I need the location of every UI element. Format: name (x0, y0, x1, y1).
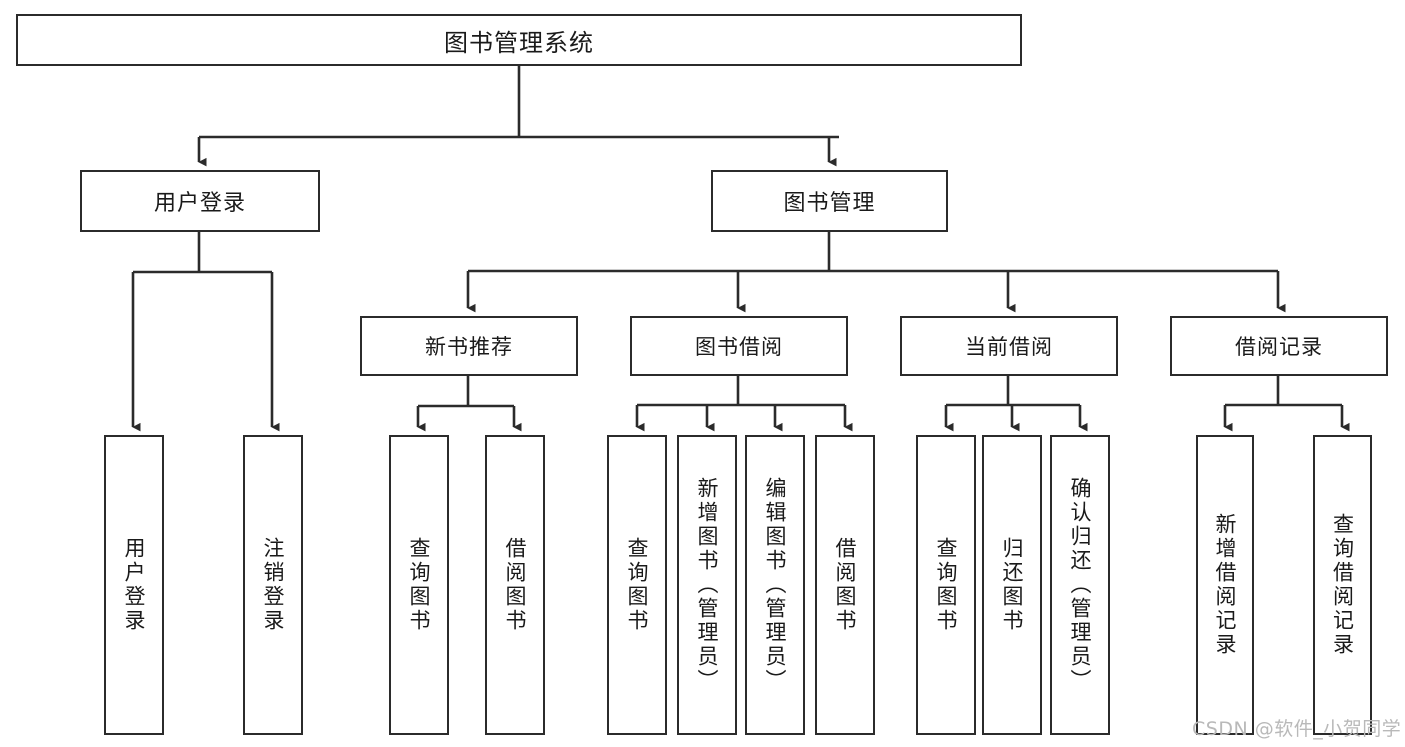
node-user-login-label: 用户登录 (153, 191, 246, 216)
node-leaf-borrow-book-2-label: 借阅图书 (833, 537, 858, 633)
node-leaf-edit-book[interactable]: 编辑图书（管理员） (745, 435, 805, 735)
node-leaf-borrow-book-2[interactable]: 借阅图书 (815, 435, 875, 735)
node-leaf-add-record-label: 新增借阅记录 (1213, 513, 1238, 657)
node-borrow-record-label: 借阅记录 (1235, 335, 1323, 359)
node-leaf-add-record[interactable]: 新增借阅记录 (1196, 435, 1254, 735)
node-leaf-query-book-1-label: 查询图书 (407, 537, 432, 633)
node-leaf-edit-book-label: 编辑图书（管理员） (763, 477, 788, 693)
node-leaf-borrow-book-1[interactable]: 借阅图书 (485, 435, 545, 735)
watermark: CSDN @软件_小贺同学 (1192, 718, 1402, 740)
node-leaf-query-record-label: 查询借阅记录 (1330, 513, 1355, 657)
node-leaf-return-book-label: 归还图书 (1000, 537, 1025, 633)
node-leaf-query-book-1[interactable]: 查询图书 (389, 435, 449, 735)
node-borrow-record[interactable]: 借阅记录 (1170, 316, 1388, 376)
node-book-borrow[interactable]: 图书借阅 (630, 316, 848, 376)
node-book-manage-label: 图书管理 (783, 191, 876, 216)
node-leaf-add-book-label: 新增图书（管理员） (695, 477, 720, 693)
node-user-login[interactable]: 用户登录 (80, 170, 320, 232)
node-new-book-rec[interactable]: 新书推荐 (360, 316, 578, 376)
node-book-manage[interactable]: 图书管理 (711, 170, 948, 232)
node-leaf-user-logout[interactable]: 注销登录 (243, 435, 303, 735)
node-leaf-query-book-2[interactable]: 查询图书 (607, 435, 667, 735)
node-leaf-confirm-return[interactable]: 确认归还（管理员） (1050, 435, 1110, 735)
node-leaf-query-book-3-label: 查询图书 (934, 537, 959, 633)
node-leaf-user-login-label: 用户登录 (122, 537, 147, 633)
node-current-borrow-label: 当前借阅 (965, 335, 1053, 359)
node-leaf-user-login[interactable]: 用户登录 (104, 435, 164, 735)
node-leaf-query-book-2-label: 查询图书 (625, 537, 650, 633)
node-new-book-rec-label: 新书推荐 (425, 335, 513, 359)
node-leaf-add-book[interactable]: 新增图书（管理员） (677, 435, 737, 735)
node-book-borrow-label: 图书借阅 (695, 335, 783, 359)
node-leaf-confirm-return-label: 确认归还（管理员） (1068, 477, 1093, 693)
node-leaf-user-logout-label: 注销登录 (261, 537, 286, 633)
node-leaf-return-book[interactable]: 归还图书 (982, 435, 1042, 735)
node-leaf-query-record[interactable]: 查询借阅记录 (1313, 435, 1372, 735)
node-root-label: 图书管理系统 (444, 28, 594, 57)
node-current-borrow[interactable]: 当前借阅 (900, 316, 1118, 376)
node-leaf-borrow-book-1-label: 借阅图书 (503, 537, 528, 633)
node-leaf-query-book-3[interactable]: 查询图书 (916, 435, 976, 735)
node-root[interactable]: 图书管理系统 (16, 14, 1022, 66)
